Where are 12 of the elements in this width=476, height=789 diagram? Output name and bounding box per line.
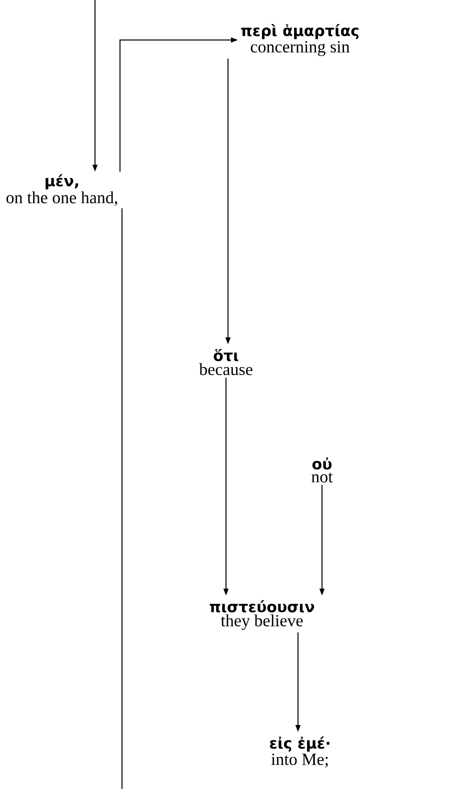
greek-word: περὶ ἁμαρτίας [241,24,359,40]
english-gloss: because [199,363,252,376]
english-gloss: into Me; [271,754,328,768]
greek-word: πιστεύουσιν [210,600,314,612]
english-gloss: on the one hand, [6,191,118,206]
greek-word: εἰς ἐμέ· [270,736,330,752]
english-gloss: they believe [220,614,303,630]
greek-word: ὅτι [214,348,238,362]
greek-word: οὐ [312,458,332,470]
english-gloss: concerning sin [250,41,350,56]
greek-word: μέν, [46,174,78,190]
english-gloss: not [312,472,333,482]
